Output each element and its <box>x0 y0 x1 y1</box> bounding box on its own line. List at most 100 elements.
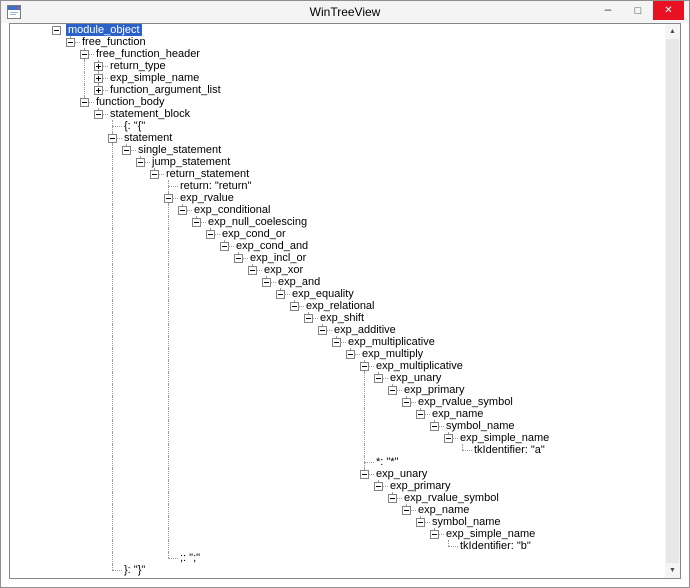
collapse-toggle-icon[interactable] <box>178 206 187 215</box>
tree-node-label[interactable]: exp_name <box>418 504 470 516</box>
tree-node-label[interactable]: *: "*" <box>376 456 399 468</box>
tree-node-label[interactable]: ;: ";" <box>180 552 201 564</box>
collapse-toggle-icon[interactable] <box>388 386 397 395</box>
tree-node-label[interactable]: tkIdentifier: "a" <box>474 444 545 456</box>
tree-node-label[interactable]: free_function <box>82 36 146 48</box>
collapse-toggle-icon[interactable] <box>402 506 411 515</box>
expand-toggle-icon[interactable] <box>94 86 103 95</box>
tree-node-label[interactable]: exp_primary <box>390 480 451 492</box>
maximize-button[interactable]: □ <box>634 4 642 17</box>
tree-node-label[interactable]: exp_unary <box>390 372 442 384</box>
collapse-toggle-icon[interactable] <box>94 110 103 119</box>
minimize-button[interactable]: – <box>604 2 612 16</box>
tree-node-label[interactable]: exp_rvalue_symbol <box>404 492 499 504</box>
tree-node-label[interactable]: {: "{" <box>124 120 146 132</box>
tree-node-label[interactable]: exp_primary <box>404 384 465 396</box>
tree-node-label[interactable]: }: "}" <box>124 564 146 576</box>
collapse-toggle-icon[interactable] <box>276 290 285 299</box>
tree-node-label[interactable]: exp_name <box>432 408 484 420</box>
tree-node-label[interactable]: exp_rvalue_symbol <box>418 396 513 408</box>
tree-node-label[interactable]: exp_incl_or <box>250 252 307 264</box>
tree-node-label[interactable]: return: "return" <box>180 180 252 192</box>
collapse-toggle-icon[interactable] <box>66 38 75 47</box>
collapse-toggle-icon[interactable] <box>122 146 131 155</box>
collapse-toggle-icon[interactable] <box>374 374 383 383</box>
tree-node-label[interactable]: symbol_name <box>432 516 501 528</box>
window-title: WinTreeView <box>309 5 381 19</box>
tree-node-label[interactable]: module_object <box>66 24 142 36</box>
tree-node-label[interactable]: statement_block <box>110 108 191 120</box>
tree-node-label[interactable]: exp_multiply <box>362 348 424 360</box>
collapse-toggle-icon[interactable] <box>416 410 425 419</box>
collapse-toggle-icon[interactable] <box>108 134 117 143</box>
collapse-toggle-icon[interactable] <box>234 254 243 263</box>
tree-node-label[interactable]: exp_unary <box>376 468 428 480</box>
tree-node-label[interactable]: exp_relational <box>306 300 375 312</box>
collapse-toggle-icon[interactable] <box>332 338 341 347</box>
tree-node-label[interactable]: statement <box>124 132 173 144</box>
tree-node-label[interactable]: exp_simple_name <box>110 72 200 84</box>
collapse-toggle-icon[interactable] <box>360 470 369 479</box>
expand-toggle-icon[interactable] <box>94 74 103 83</box>
tree-node-label[interactable]: exp_and <box>278 276 321 288</box>
tree-node-label[interactable]: symbol_name <box>446 420 515 432</box>
collapse-toggle-icon[interactable] <box>374 482 383 491</box>
collapse-toggle-icon[interactable] <box>290 302 299 311</box>
collapse-toggle-icon[interactable] <box>220 242 229 251</box>
tree-node-label[interactable]: exp_cond_or <box>222 228 286 240</box>
scrollbar-down-icon[interactable]: ▼ <box>669 567 676 574</box>
tree-node-label[interactable]: exp_conditional <box>194 204 271 216</box>
tree-node-label[interactable]: exp_shift <box>320 312 365 324</box>
tree-node-label[interactable]: exp_rvalue <box>180 192 234 204</box>
app-icon[interactable] <box>7 5 21 19</box>
tree-line <box>112 204 113 216</box>
collapse-toggle-icon[interactable] <box>136 158 145 167</box>
tree-node-label[interactable]: exp_additive <box>334 324 396 336</box>
collapse-toggle-icon[interactable] <box>416 518 425 527</box>
tree-node-label[interactable]: exp_null_coelescing <box>208 216 308 228</box>
collapse-toggle-icon[interactable] <box>360 362 369 371</box>
collapse-toggle-icon[interactable] <box>80 98 89 107</box>
collapse-toggle-icon[interactable] <box>318 326 327 335</box>
collapse-toggle-icon[interactable] <box>164 194 173 203</box>
expand-toggle-icon[interactable] <box>94 62 103 71</box>
collapse-toggle-icon[interactable] <box>192 218 201 227</box>
collapse-toggle-icon[interactable] <box>52 26 61 35</box>
tree-node-label[interactable]: tkIdentifier: "b" <box>460 540 531 552</box>
collapse-toggle-icon[interactable] <box>206 230 215 239</box>
titlebar[interactable]: WinTreeView – □ ✕ <box>1 1 689 23</box>
collapse-toggle-icon[interactable] <box>430 530 439 539</box>
tree-node: exp_rvalue_symbol <box>10 492 664 504</box>
tree-node-label[interactable]: function_body <box>96 96 165 108</box>
tree-node-label[interactable]: return_type <box>110 60 166 72</box>
tree-node-label[interactable]: exp_xor <box>264 264 304 276</box>
collapse-toggle-icon[interactable] <box>430 422 439 431</box>
tree-node-label[interactable]: function_argument_list <box>110 84 221 96</box>
tree-line <box>98 114 108 115</box>
collapse-toggle-icon[interactable] <box>80 50 89 59</box>
vertical-scrollbar[interactable]: ▲ ▼ <box>665 24 680 578</box>
collapse-toggle-icon[interactable] <box>402 398 411 407</box>
tree-node-label[interactable]: exp_equality <box>292 288 354 300</box>
tree-node-label[interactable]: jump_statement <box>152 156 231 168</box>
tree-node-label[interactable]: exp_simple_name <box>460 432 550 444</box>
scrollbar-thumb[interactable] <box>666 39 679 563</box>
tree-node-label[interactable]: exp_simple_name <box>446 528 536 540</box>
collapse-toggle-icon[interactable] <box>262 278 271 287</box>
tree-node-label[interactable]: exp_multiplicative <box>348 336 435 348</box>
collapse-toggle-icon[interactable] <box>150 170 159 179</box>
collapse-toggle-icon[interactable] <box>444 434 453 443</box>
tree-node-label[interactable]: single_statement <box>138 144 222 156</box>
tree-line <box>364 432 365 444</box>
tree-node-label[interactable]: return_statement <box>166 168 250 180</box>
collapse-toggle-icon[interactable] <box>304 314 313 323</box>
tree-node-label[interactable]: free_function_header <box>96 48 200 60</box>
collapse-toggle-icon[interactable] <box>248 266 257 275</box>
tree-node: tkIdentifier: "a" <box>10 444 664 456</box>
tree-node-label[interactable]: exp_multiplicative <box>376 360 463 372</box>
close-button[interactable]: ✕ <box>653 1 684 20</box>
scrollbar-up-icon[interactable]: ▲ <box>669 28 676 35</box>
collapse-toggle-icon[interactable] <box>388 494 397 503</box>
collapse-toggle-icon[interactable] <box>346 350 355 359</box>
tree-node-label[interactable]: exp_cond_and <box>236 240 309 252</box>
